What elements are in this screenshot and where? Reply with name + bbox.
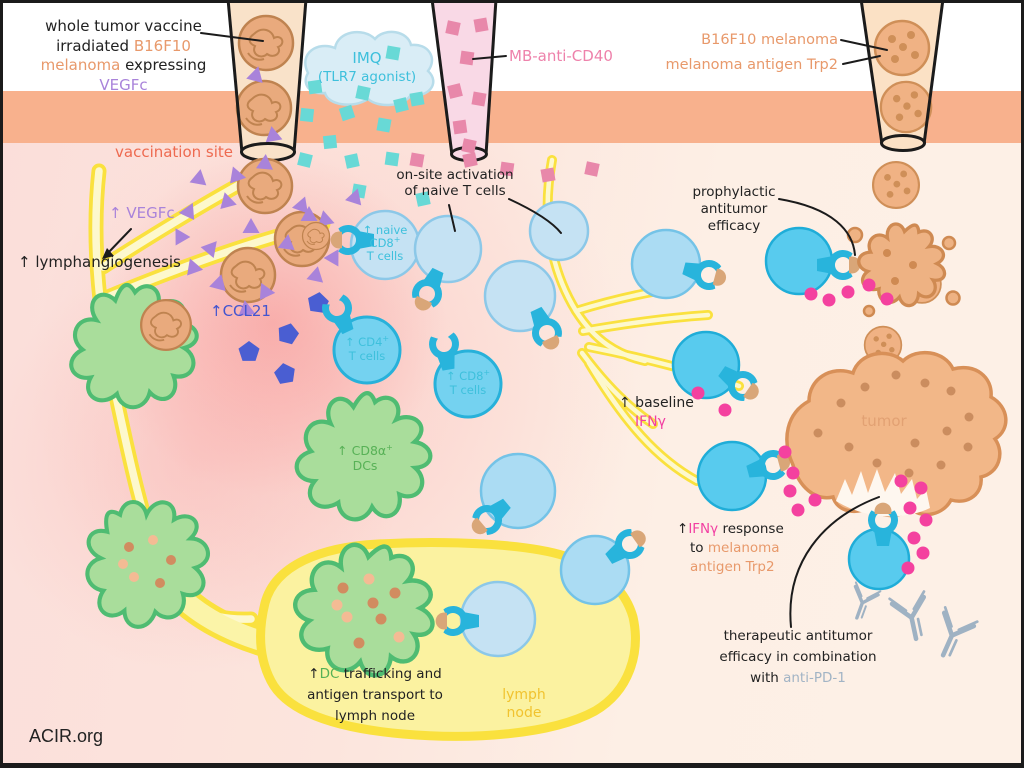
cd8a-dcs-label: ↑ CD8α+ DCs xyxy=(337,442,393,473)
cd4-label: ↑ CD4+ T cells xyxy=(344,334,390,363)
imq-cloud xyxy=(304,30,435,107)
vegfc-label: ↑ VEGFc xyxy=(109,204,175,222)
effector-t-cell xyxy=(696,440,794,512)
t-cell xyxy=(630,228,730,300)
anti-pd1-antibody xyxy=(890,592,978,663)
vaccine-label-line1: whole tumor vaccine xyxy=(45,17,202,35)
cd8-label: ↑ CD8+ T cells xyxy=(445,368,491,397)
imq-label: IMQ (TLR7 agonist) xyxy=(317,49,417,85)
ccl21-label: ↑CCL21 xyxy=(210,302,271,320)
cd8-t-cell-labeled xyxy=(427,331,503,419)
t-cell xyxy=(559,521,653,606)
effector-t-cell-anti-pd1 xyxy=(842,502,911,625)
vaccination-site-label: vaccination site xyxy=(115,143,234,161)
vaccine-label: whole tumor vaccine irradiated B16F10 me… xyxy=(40,17,207,94)
prophylactic-label: prophylactic antitumor efficacy xyxy=(692,184,776,234)
dendritic-cell-in-lymph-node xyxy=(277,522,455,698)
ifng-response-label: ↑IFNγ response to melanoma antigen Trp2 xyxy=(677,521,784,575)
dying-tumor-cell xyxy=(845,207,961,322)
effector-t-cell xyxy=(764,226,861,296)
ifn-gamma-dots xyxy=(691,278,933,575)
dendritic-cell-with-antigen xyxy=(61,478,231,647)
source-credit: ACIR.org xyxy=(29,726,104,746)
mb-anti-cd40-label: MB-anti-CD40 xyxy=(509,47,613,65)
t-cell-in-lymph-node xyxy=(435,580,537,658)
vaccine-syringe-tube xyxy=(226,3,308,162)
t-cell xyxy=(464,452,557,543)
annotation-lines xyxy=(102,32,888,628)
baseline-ifng-label: ↑ baseline IFNγ xyxy=(619,395,694,430)
tumor-mass xyxy=(785,350,1008,518)
naive-cd8-label: ↑ naive CD8+ T cells xyxy=(362,223,408,264)
lymph-node-label: lymph node xyxy=(502,687,546,722)
air-background xyxy=(3,3,1021,91)
challenge-label: B16F10 melanoma melanoma antigen Trp2 xyxy=(665,32,838,73)
onsite-activation-label: on-site activation of naive T cells xyxy=(396,167,514,200)
diagram-artwork xyxy=(3,3,1021,741)
tumor-challenge-tube xyxy=(860,3,944,152)
therapeutic-label: therapeutic antitumor efficacy in combin… xyxy=(719,628,877,686)
lymphangiogenesis-label: ↑ lymphangiogenesis xyxy=(18,253,181,271)
tumor-label: tumor xyxy=(861,412,907,430)
dc-trafficking-label: ↑DC trafficking and antigen transport to… xyxy=(307,666,443,724)
t-cell xyxy=(406,214,483,317)
effector-t-cell xyxy=(671,330,766,409)
t-cell xyxy=(483,259,568,356)
skin-band xyxy=(3,91,1021,143)
cd4-t-cell-labeled xyxy=(319,292,402,385)
